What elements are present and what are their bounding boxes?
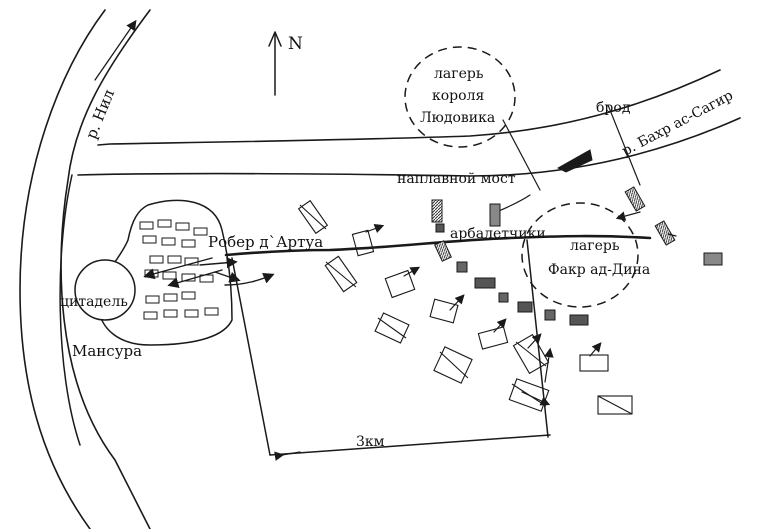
scale-label: 3км bbox=[356, 434, 385, 450]
king-camp: лагерь короля Людовика bbox=[404, 46, 541, 191]
crossbowmen-label: арбалетчики bbox=[450, 226, 546, 242]
king-camp-label-3: Людовика bbox=[420, 110, 495, 126]
bahr-canal: брод р. Бахр ас-Сагир bbox=[77, 69, 741, 186]
pontoon-bridge: наплавной мост bbox=[397, 171, 531, 216]
king-camp-label-1: лагерь bbox=[434, 66, 484, 82]
ford-label: брод bbox=[596, 100, 631, 116]
mansura-citadel: цитадель Мансура Робер д`Артуа bbox=[60, 199, 323, 360]
troop-units bbox=[297, 186, 723, 415]
front-boundary: 3км bbox=[59, 174, 652, 461]
nile-label: р. Нил bbox=[82, 87, 118, 142]
north-label: N bbox=[288, 34, 303, 54]
citadel-label: цитадель bbox=[60, 294, 128, 310]
north-arrow: N bbox=[268, 31, 303, 96]
fakr-camp-label-1: лагерь bbox=[570, 238, 620, 254]
pontoon-label: наплавной мост bbox=[397, 171, 516, 187]
bahr-label: р. Бахр ас-Сагир bbox=[619, 87, 736, 159]
king-camp-label-2: короля bbox=[432, 88, 484, 104]
fakr-camp-label-2: Факр ад-Дина bbox=[548, 262, 650, 278]
robert-label: Робер д`Артуа bbox=[208, 233, 323, 251]
mansura-label: Мансура bbox=[72, 342, 142, 360]
fakr-camp: лагерь Факр ад-Дина bbox=[521, 202, 650, 308]
